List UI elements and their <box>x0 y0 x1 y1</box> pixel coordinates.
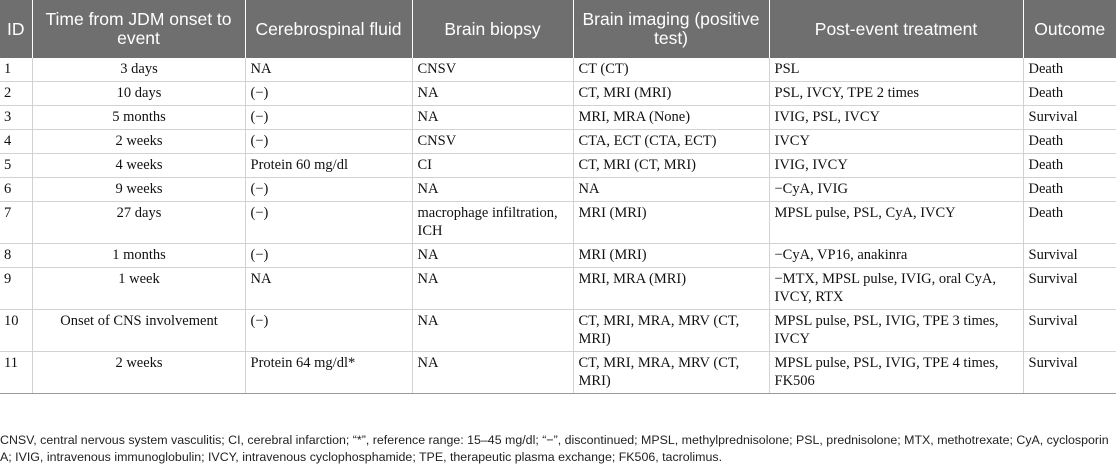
cell-treatment: −CyA, IVIG <box>768 177 1023 202</box>
cell-csf: (−) <box>244 177 412 202</box>
cell-imaging: NA <box>572 177 769 202</box>
header-time-from-onset: Time from JDM onset to event <box>31 0 245 58</box>
cell-biopsy: NA <box>411 351 573 394</box>
header-treatment: Post-event treatment <box>768 0 1023 58</box>
cell-imaging: MRI (MRI) <box>572 243 769 268</box>
cell-treatment: MPSL pulse, PSL, IVIG, TPE 3 times, IVCY <box>768 309 1023 352</box>
cell-imaging: MRI, MRA (None) <box>572 105 769 130</box>
cell-outcome: Death <box>1022 81 1116 106</box>
cell-treatment: −MTX, MPSL pulse, IVIG, oral CyA, IVCY, … <box>768 267 1023 310</box>
table-row: 3 5 months (−) NA MRI, MRA (None) IVIG, … <box>0 105 1116 130</box>
cell-biopsy: NA <box>411 243 573 268</box>
table-footnote: CNSV, central nervous system vasculitis;… <box>0 433 1109 464</box>
header-brain-biopsy: Brain biopsy <box>411 0 573 58</box>
cell-biopsy: NA <box>411 267 573 310</box>
cell-id: 7 <box>0 201 32 244</box>
cell-id: 2 <box>0 81 32 106</box>
cell-imaging: MRI, MRA (MRI) <box>572 267 769 310</box>
cell-csf: Protein 60 mg/dl <box>244 153 412 178</box>
cell-csf: (−) <box>244 129 412 154</box>
cell-biopsy: CI <box>411 153 573 178</box>
cell-imaging: CT, MRI (MRI) <box>572 81 769 106</box>
cell-time: 1 months <box>31 243 245 268</box>
cell-biopsy: NA <box>411 105 573 130</box>
cell-id: 11 <box>0 351 32 394</box>
cell-biopsy: NA <box>411 81 573 106</box>
cell-time: 2 weeks <box>31 351 245 394</box>
cell-treatment: MPSL pulse, PSL, IVIG, TPE 4 times, FK50… <box>768 351 1023 394</box>
cell-id: 5 <box>0 153 32 178</box>
cell-time: 5 months <box>31 105 245 130</box>
cell-imaging: CTA, ECT (CTA, ECT) <box>572 129 769 154</box>
cell-biopsy: NA <box>411 309 573 352</box>
case-table: ID Time from JDM onset to event Cerebros… <box>0 0 1116 394</box>
cell-csf: NA <box>244 58 412 82</box>
cell-treatment: IVIG, IVCY <box>768 153 1023 178</box>
table-row: 7 27 days (−) macrophage infiltration, I… <box>0 201 1116 244</box>
cell-time: 10 days <box>31 81 245 106</box>
cell-time: 2 weeks <box>31 129 245 154</box>
cell-outcome: Survival <box>1022 309 1116 352</box>
cell-biopsy: CNSV <box>411 58 573 82</box>
table-row: 10 Onset of CNS involvement (−) NA CT, M… <box>0 309 1116 352</box>
header-outcome: Outcome <box>1022 0 1116 58</box>
cell-imaging: MRI (MRI) <box>572 201 769 244</box>
cell-id: 6 <box>0 177 32 202</box>
cell-time: 27 days <box>31 201 245 244</box>
cell-id: 9 <box>0 267 32 310</box>
cell-outcome: Survival <box>1022 267 1116 310</box>
cell-biopsy: macrophage infiltration, ICH <box>411 201 573 244</box>
table-row: 9 1 week NA NA MRI, MRA (MRI) −MTX, MPSL… <box>0 267 1116 310</box>
table-row: 2 10 days (−) NA CT, MRI (MRI) PSL, IVCY… <box>0 81 1116 106</box>
header-brain-imaging: Brain imaging (positive test) <box>572 0 769 58</box>
cell-treatment: IVIG, PSL, IVCY <box>768 105 1023 130</box>
cell-csf: Protein 64 mg/dl* <box>244 351 412 394</box>
cell-biopsy: NA <box>411 177 573 202</box>
cell-csf: (−) <box>244 201 412 244</box>
header-csf: Cerebrospinal fluid <box>244 0 412 58</box>
cell-id: 4 <box>0 129 32 154</box>
cell-id: 1 <box>0 58 32 82</box>
cell-time: 9 weeks <box>31 177 245 202</box>
cell-outcome: Survival <box>1022 243 1116 268</box>
cell-imaging: CT (CT) <box>572 58 769 82</box>
cell-id: 10 <box>0 309 32 352</box>
cell-treatment: IVCY <box>768 129 1023 154</box>
cell-treatment: MPSL pulse, PSL, CyA, IVCY <box>768 201 1023 244</box>
cell-time: 3 days <box>31 58 245 82</box>
cell-csf: (−) <box>244 81 412 106</box>
cell-id: 3 <box>0 105 32 130</box>
cell-biopsy: CNSV <box>411 129 573 154</box>
cell-outcome: Survival <box>1022 351 1116 394</box>
cell-csf: (−) <box>244 309 412 352</box>
table-row: 1 3 days NA CNSV CT (CT) PSL Death <box>0 58 1116 82</box>
header-row: ID Time from JDM onset to event Cerebros… <box>0 0 1116 58</box>
table-row: 8 1 months (−) NA MRI (MRI) −CyA, VP16, … <box>0 243 1116 268</box>
cell-time: 1 week <box>31 267 245 310</box>
table-row: 11 2 weeks Protein 64 mg/dl* NA CT, MRI,… <box>0 351 1116 394</box>
cell-treatment: PSL, IVCY, TPE 2 times <box>768 81 1023 106</box>
table-row: 4 2 weeks (−) CNSV CTA, ECT (CTA, ECT) I… <box>0 129 1116 154</box>
cell-time: 4 weeks <box>31 153 245 178</box>
cell-id: 8 <box>0 243 32 268</box>
cell-treatment: PSL <box>768 58 1023 82</box>
cell-csf: (−) <box>244 243 412 268</box>
cell-outcome: Death <box>1022 201 1116 244</box>
cell-imaging: CT, MRI, MRA, MRV (CT, MRI) <box>572 351 769 394</box>
cell-treatment: −CyA, VP16, anakinra <box>768 243 1023 268</box>
cell-outcome: Death <box>1022 129 1116 154</box>
cell-outcome: Death <box>1022 58 1116 82</box>
cell-outcome: Death <box>1022 177 1116 202</box>
cell-outcome: Survival <box>1022 105 1116 130</box>
cell-csf: NA <box>244 267 412 310</box>
cell-imaging: CT, MRI (CT, MRI) <box>572 153 769 178</box>
header-id: ID <box>0 0 32 58</box>
table-row: 5 4 weeks Protein 60 mg/dl CI CT, MRI (C… <box>0 153 1116 178</box>
cell-outcome: Death <box>1022 153 1116 178</box>
cell-time: Onset of CNS involvement <box>31 309 245 352</box>
cell-imaging: CT, MRI, MRA, MRV (CT, MRI) <box>572 309 769 352</box>
cell-csf: (−) <box>244 105 412 130</box>
table-row: 6 9 weeks (−) NA NA −CyA, IVIG Death <box>0 177 1116 202</box>
